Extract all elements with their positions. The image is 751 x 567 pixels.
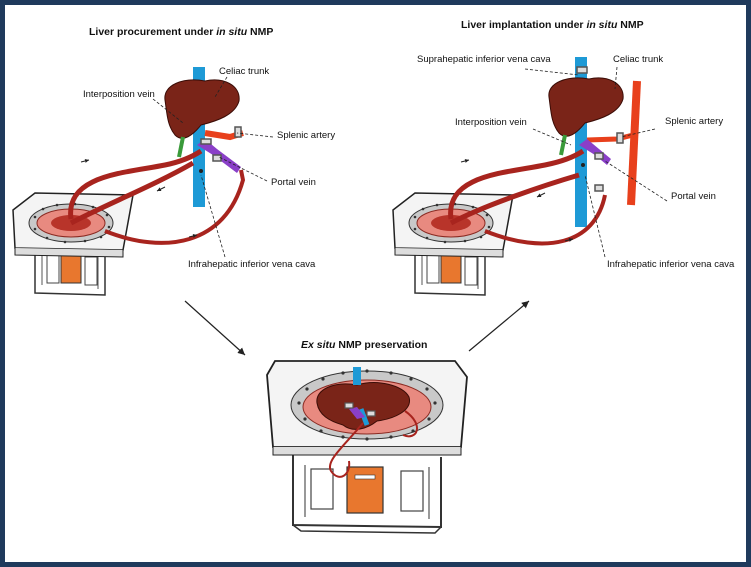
right-panel-title: Liver implantation under in situ NMP bbox=[461, 19, 644, 31]
right-title-emphasis: in situ bbox=[586, 19, 617, 31]
left-liver-anatomy bbox=[165, 67, 243, 207]
diagram-canvas: Liver procurement under in situ NMP Live… bbox=[5, 5, 746, 562]
right-label-splenic-artery: Splenic artery bbox=[665, 116, 723, 127]
right-title-suffix: NMP bbox=[617, 19, 643, 31]
right-title-text: Liver implantation under bbox=[461, 19, 586, 31]
right-label-portal-vein: Portal vein bbox=[671, 191, 716, 202]
right-label-celiac-trunk: Celiac trunk bbox=[613, 54, 663, 65]
left-title-emphasis: in situ bbox=[216, 26, 247, 38]
left-label-infrahepatic-ivc: Infrahepatic inferior vena cava bbox=[188, 259, 315, 270]
ex-situ-device bbox=[267, 361, 467, 533]
right-label-interposition-vein: Interposition vein bbox=[455, 117, 527, 128]
left-label-splenic-artery: Splenic artery bbox=[277, 130, 335, 141]
left-label-portal-vein: Portal vein bbox=[271, 177, 316, 188]
bottom-title-text: NMP preservation bbox=[335, 339, 427, 351]
left-label-interposition-vein: Interposition vein bbox=[83, 89, 155, 100]
left-title-text: Liver procurement under bbox=[89, 26, 216, 38]
left-label-celiac-trunk: Celiac trunk bbox=[219, 66, 269, 77]
right-label-infrahepatic-ivc: Infrahepatic inferior vena cava bbox=[607, 259, 734, 270]
right-label-suprahepatic-ivc: Suprahepatic inferior vena cava bbox=[417, 54, 551, 65]
left-title-suffix: NMP bbox=[247, 26, 273, 38]
left-panel-title: Liver procurement under in situ NMP bbox=[89, 26, 273, 38]
bottom-panel-title: Ex situ NMP preservation bbox=[301, 339, 427, 351]
bottom-title-emphasis: Ex situ bbox=[301, 339, 335, 351]
right-liver-anatomy bbox=[549, 57, 637, 227]
